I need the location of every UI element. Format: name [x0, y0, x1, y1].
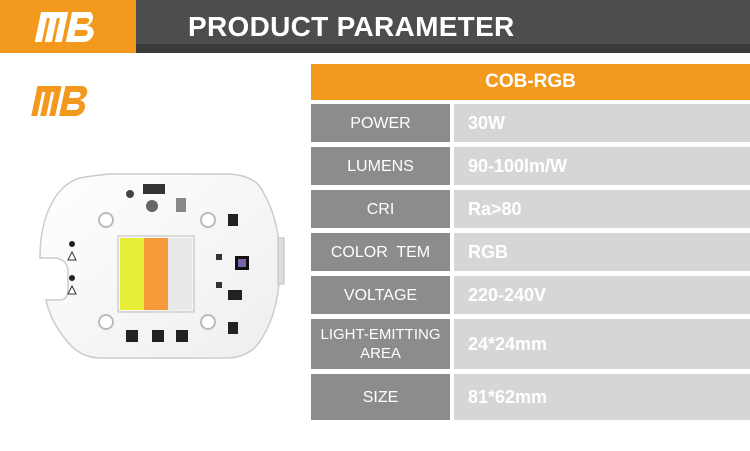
- title-bar: PRODUCT PARAMETER: [136, 0, 750, 53]
- row-label: COLOR TEM: [311, 233, 450, 271]
- row-value: 220-240V: [454, 276, 750, 314]
- row-value: 90-100lm/W: [454, 147, 750, 185]
- table-header-label: COB-RGB: [485, 71, 576, 92]
- mb-logo-orange-icon: [31, 86, 88, 116]
- table-row: LUMENS 90-100lm/W: [311, 147, 750, 185]
- row-label: CRI: [311, 190, 450, 228]
- row-value: 81*62mm: [454, 374, 750, 420]
- table-row: LIGHT-EMITTING AREA 24*24mm: [311, 319, 750, 369]
- cob-led-chip-icon: [39, 173, 285, 359]
- row-label: SIZE: [311, 374, 450, 420]
- row-value: RGB: [454, 233, 750, 271]
- table-row: POWER 30W: [311, 104, 750, 142]
- table-row: VOLTAGE 220-240V: [311, 276, 750, 314]
- row-label: VOLTAGE: [311, 276, 450, 314]
- mb-logo-icon: [34, 12, 94, 42]
- page-title: PRODUCT PARAMETER: [188, 11, 515, 42]
- title-bar-stripe: [136, 44, 750, 53]
- row-value: 30W: [454, 104, 750, 142]
- table-row: COLOR TEM RGB: [311, 233, 750, 271]
- header-logo: [0, 0, 136, 53]
- row-label: LIGHT-EMITTING AREA: [311, 319, 450, 369]
- cob-led-board-image: [30, 160, 285, 370]
- left-brand-logo: [28, 84, 92, 125]
- table-row: CRI Ra>80: [311, 190, 750, 228]
- table-header: COB-RGB: [311, 64, 750, 100]
- row-value: 24*24mm: [454, 319, 750, 369]
- row-value: Ra>80: [454, 190, 750, 228]
- row-label: POWER: [311, 104, 450, 142]
- row-label: LUMENS: [311, 147, 450, 185]
- table-row: SIZE 81*62mm: [311, 374, 750, 420]
